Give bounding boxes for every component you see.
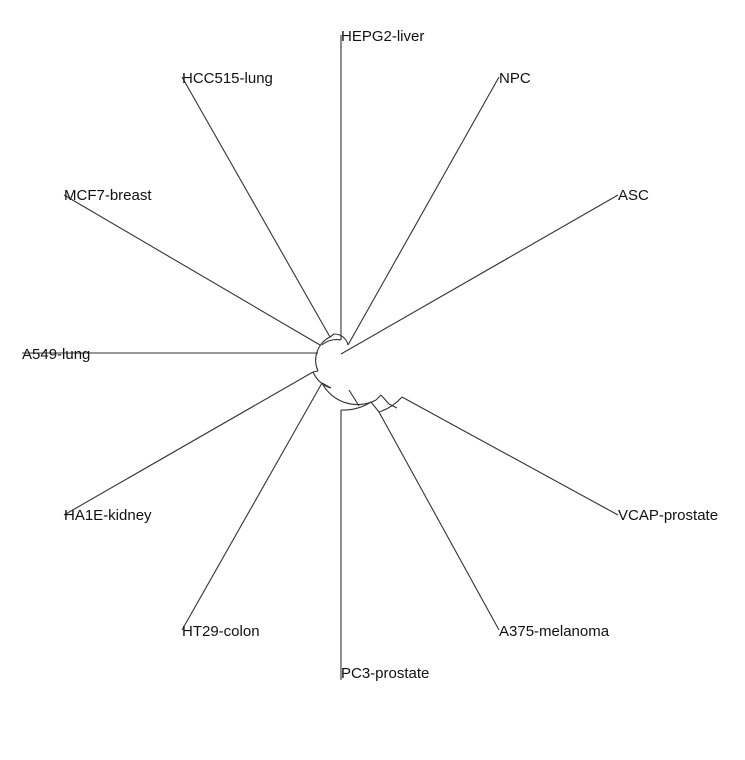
internal-arc-lower-left bbox=[312, 371, 332, 389]
internal-arc-lower bbox=[321, 382, 377, 406]
branch-asc bbox=[340, 194, 619, 355]
tip-label-vcap: VCAP-prostate bbox=[618, 507, 718, 524]
internal-arc-bottom bbox=[340, 401, 372, 411]
connector-3 bbox=[321, 382, 332, 389]
connector-6 bbox=[375, 394, 382, 401]
branch-mcf7 bbox=[63, 194, 321, 346]
internal-arc-bottom-right bbox=[378, 396, 403, 413]
branch-vcap bbox=[401, 396, 619, 516]
branch-ha1e bbox=[63, 371, 314, 516]
connector-1 bbox=[329, 333, 335, 338]
connector-8 bbox=[388, 403, 398, 409]
tip-label-ht29: HT29-colon bbox=[182, 623, 260, 640]
tip-label-hepg2: HEPG2-liver bbox=[341, 28, 424, 45]
tip-label-a549: A549-lung bbox=[22, 346, 90, 363]
tip-label-ha1e: HA1E-kidney bbox=[64, 507, 152, 524]
connector-7 bbox=[380, 394, 390, 405]
branch-hcc515 bbox=[181, 76, 331, 338]
terminal-branches bbox=[22, 35, 619, 680]
internal-arc-left bbox=[315, 336, 331, 372]
connector-5 bbox=[370, 401, 380, 413]
connector-2 bbox=[312, 370, 319, 373]
internal-arc-top-right bbox=[333, 333, 349, 346]
tip-label-a375: A375-melanoma bbox=[499, 623, 610, 640]
branch-npc bbox=[347, 76, 500, 346]
tip-label-pc3: PC3-prostate bbox=[341, 665, 429, 682]
internal-branches bbox=[312, 333, 403, 413]
tip-labels: HEPG2-liver NPC ASC VCAP-prostate A375-m… bbox=[22, 28, 718, 682]
tip-label-mcf7: MCF7-breast bbox=[64, 187, 152, 204]
internal-arc-upper bbox=[321, 339, 342, 346]
branch-a375 bbox=[378, 411, 500, 631]
connector-4 bbox=[348, 389, 360, 407]
tip-label-npc: NPC bbox=[499, 70, 531, 87]
branch-ht29 bbox=[181, 382, 323, 631]
tip-label-hcc515: HCC515-lung bbox=[182, 70, 273, 87]
tip-label-asc: ASC bbox=[618, 187, 649, 204]
